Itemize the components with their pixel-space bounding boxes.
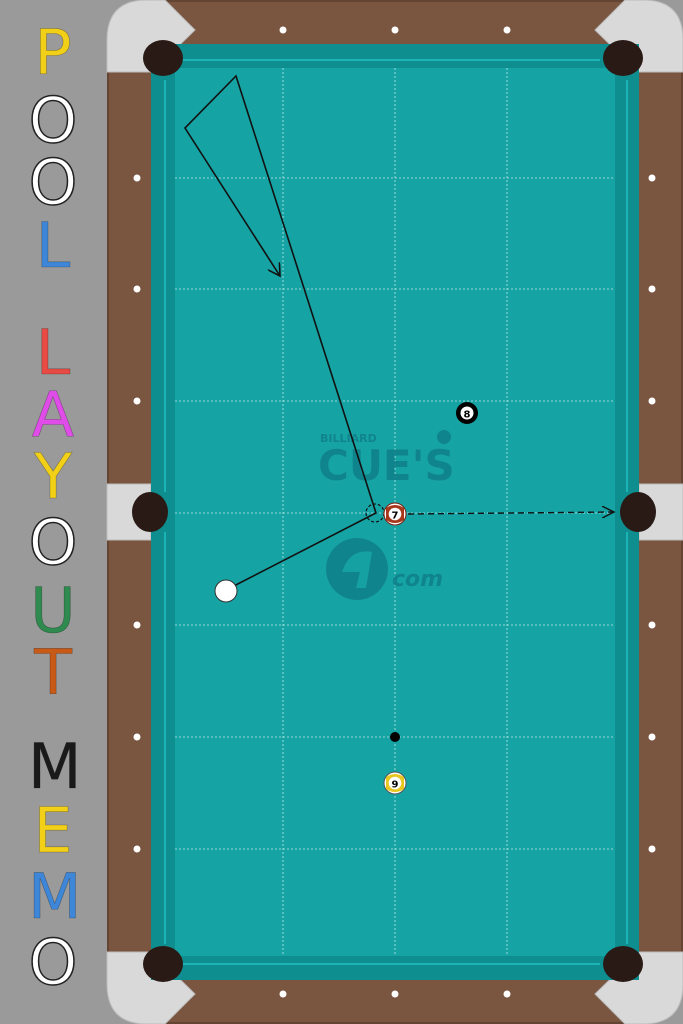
- object-ball-path: [407, 512, 614, 514]
- title-letter: M: [28, 860, 82, 933]
- cushion-shading: [164, 59, 628, 965]
- pocket-side-left: [132, 492, 168, 532]
- rail-diamonds: [133, 26, 656, 998]
- pocket-side-right: [620, 492, 656, 532]
- ball-cue[interactable]: [214, 579, 238, 603]
- pocket-top-right: [603, 40, 643, 76]
- title-letter: L: [35, 316, 71, 389]
- title-letter: O: [28, 506, 78, 579]
- title-letter: P: [34, 16, 72, 89]
- title-letter: Y: [34, 440, 72, 513]
- watermark-main-text: CUE'S: [318, 441, 455, 490]
- watermark-d-glyph: [342, 551, 372, 588]
- watermark-cue-ball-icon: [437, 430, 451, 444]
- title-letter: O: [28, 146, 78, 219]
- ball-eight[interactable]: 8: [456, 402, 478, 424]
- title-letter: A: [31, 378, 75, 451]
- title-letter: O: [28, 84, 78, 157]
- title-letter: U: [30, 574, 76, 647]
- ball-nine-label: 9: [392, 780, 399, 791]
- title-letter: M: [28, 730, 82, 803]
- ball-nine[interactable]: 9: [383, 771, 407, 795]
- title-letter: E: [33, 794, 73, 867]
- watermark-com-text: com: [392, 567, 443, 592]
- ball-eight-label: 8: [464, 410, 471, 421]
- title-letter: O: [28, 926, 78, 999]
- foot-spot: [390, 732, 400, 742]
- pocket-bottom-right: [603, 946, 643, 982]
- shot-path: [183, 74, 377, 591]
- title-letter: L: [35, 209, 71, 282]
- title-sidebar: [0, 0, 105, 1024]
- pocket-top-left: [143, 40, 183, 76]
- cue-ball-path: [183, 74, 377, 591]
- ball-seven-label: 7: [392, 511, 399, 522]
- pockets: [132, 40, 656, 982]
- watermark-small-text: BILLIARD: [320, 432, 377, 445]
- ball-seven[interactable]: 7: [383, 502, 407, 526]
- title-letter: T: [34, 636, 72, 709]
- pocket-bottom-left: [143, 946, 183, 982]
